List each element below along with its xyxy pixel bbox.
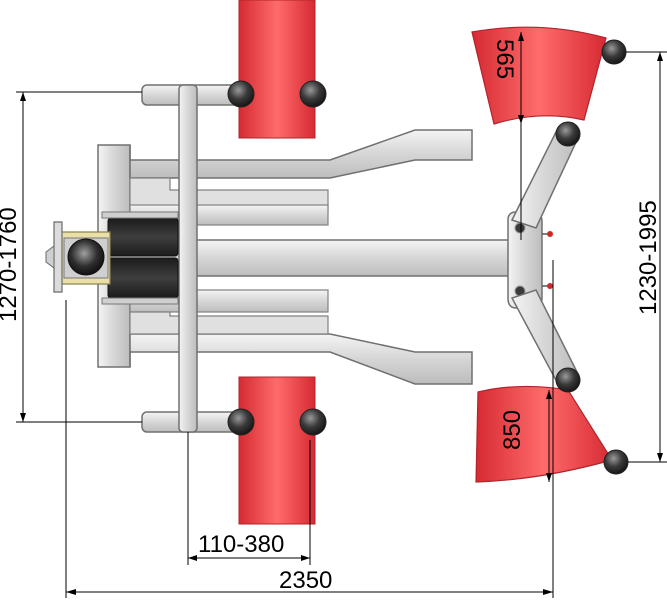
wheel-bottom-left: [227, 408, 255, 436]
adjust-range-label: 110-380: [198, 531, 284, 558]
wheel-bottom-right: [299, 408, 327, 436]
wheel-arm-bottom: [555, 367, 581, 393]
adjust-knob-ball: [67, 238, 105, 276]
right-joint: [507, 211, 543, 309]
upper-leg: [129, 129, 473, 179]
wheel-arm-top: [555, 121, 581, 147]
bottom-pad-label: 850: [499, 410, 526, 450]
vertical-post: [178, 84, 198, 433]
right-width-label: 1230-1995: [635, 200, 662, 315]
bottom-red-pad: [238, 376, 316, 525]
left-width-label: 1270-1760: [0, 207, 22, 322]
top-pad-label: 565: [491, 39, 518, 79]
top-fan-pad: [471, 26, 607, 125]
wheel-right-bottom: [603, 449, 629, 475]
dimension-lines: [16, 32, 667, 598]
pin-lower: [547, 283, 553, 289]
wheel-right-top: [601, 39, 627, 65]
lower-leg-top: [129, 311, 329, 335]
wheel-top-right: [299, 80, 327, 108]
top-red-pad: [238, 0, 316, 139]
bottom-fan-pad: [475, 385, 613, 483]
wheel-top-left: [227, 80, 255, 108]
roller-upper: [107, 217, 179, 257]
pin-upper: [547, 231, 553, 237]
adjust-lever: [53, 221, 63, 293]
total-length-label: 2350: [279, 567, 332, 594]
dimension-arrows: [20, 32, 663, 595]
roller-lower: [107, 257, 179, 299]
